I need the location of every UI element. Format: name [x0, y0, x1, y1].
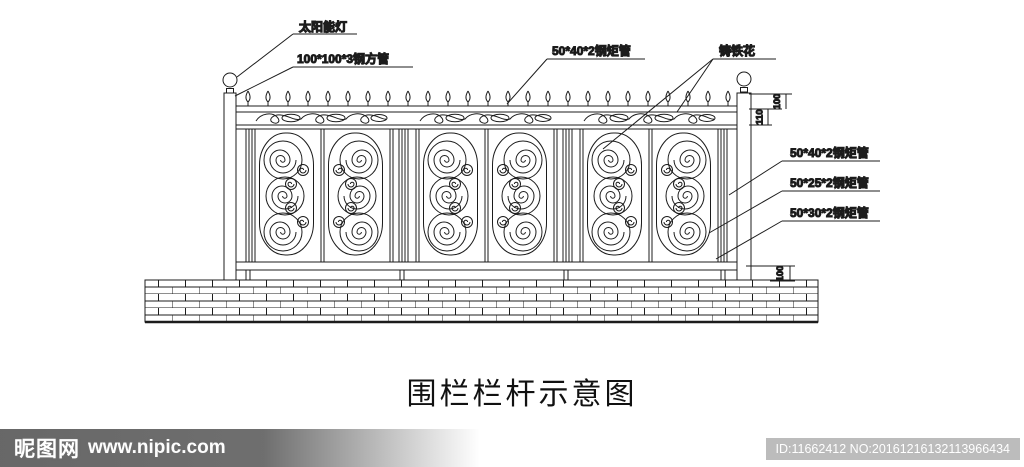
top-rail: [235, 105, 738, 113]
label-right-rect-tube-1-text: 50*40*2钢矩管: [790, 145, 869, 160]
frieze-band: [255, 113, 716, 124]
label-square-tube-text: 100*100*3钢方管: [297, 51, 389, 66]
label-top-rect-tube: 50*40*2钢矩管: [506, 43, 645, 105]
label-right-rect-tube-2: 50*25*2钢矩管: [708, 175, 880, 234]
label-top-rect-tube-text: 50*40*2钢矩管: [552, 43, 631, 58]
label-square-tube: 100*100*3钢方管: [234, 51, 413, 97]
frieze-scroll: [255, 113, 388, 124]
label-cast-iron-flower: 铸铁花: [602, 43, 776, 150]
label-solar-lamp-text: 太阳能灯: [299, 19, 347, 34]
spear-pickets: [245, 90, 731, 107]
brick-wall-base: [144, 279, 819, 324]
watermark-site: 昵图网 www.nipic.com: [0, 429, 480, 467]
right-post: [736, 71, 752, 281]
label-right-rect-tube-3-text: 50*30*2钢矩管: [790, 205, 869, 220]
middle-rail: [235, 124, 738, 130]
dim-base-clearance-value: 100: [775, 266, 786, 282]
fence-legs: [245, 269, 726, 281]
scroll-panel: [588, 133, 642, 255]
left-solar-lamp: [222, 72, 238, 88]
dimension-bottom-100: 100: [746, 265, 795, 282]
watermark-site-name: 昵图网: [14, 438, 80, 461]
scroll-panel: [424, 133, 478, 255]
label-cast-iron-flower-text: 铸铁花: [719, 43, 755, 58]
label-solar-lamp: 太阳能灯: [236, 19, 357, 78]
right-solar-lamp: [736, 71, 752, 87]
watermark-id-badge: ID:11662412 NO:20161216132113966434: [765, 438, 1020, 460]
scroll-panel: [329, 133, 383, 255]
fence-elevation-drawing: 100 110 100 太阳能灯 100*100*3钢方管 50*40*2钢矩管: [144, 19, 880, 411]
scroll-panel: [260, 133, 314, 255]
frieze-scroll: [583, 113, 716, 124]
dim-frieze-band-value: 110: [755, 109, 766, 124]
dim-top-rail-value: 100: [772, 94, 783, 110]
scroll-panel: [657, 133, 711, 255]
dimension-top-100: 100: [749, 93, 792, 110]
frieze-scroll: [419, 113, 552, 124]
label-right-rect-tube-1: 50*40*2钢矩管: [728, 145, 880, 196]
label-right-rect-tube-3: 50*30*2钢矩管: [715, 205, 880, 260]
left-post: [222, 72, 238, 281]
bottom-rail: [235, 261, 738, 271]
scroll-panel: [493, 133, 547, 255]
dimension-band-110: 110: [749, 109, 772, 126]
vertical-bars: [245, 128, 728, 263]
watermark-site-url: www.nipic.com: [88, 437, 226, 458]
label-right-rect-tube-2-text: 50*25*2钢矩管: [790, 175, 869, 190]
drawing-title: 围栏栏杆示意图: [407, 378, 638, 411]
